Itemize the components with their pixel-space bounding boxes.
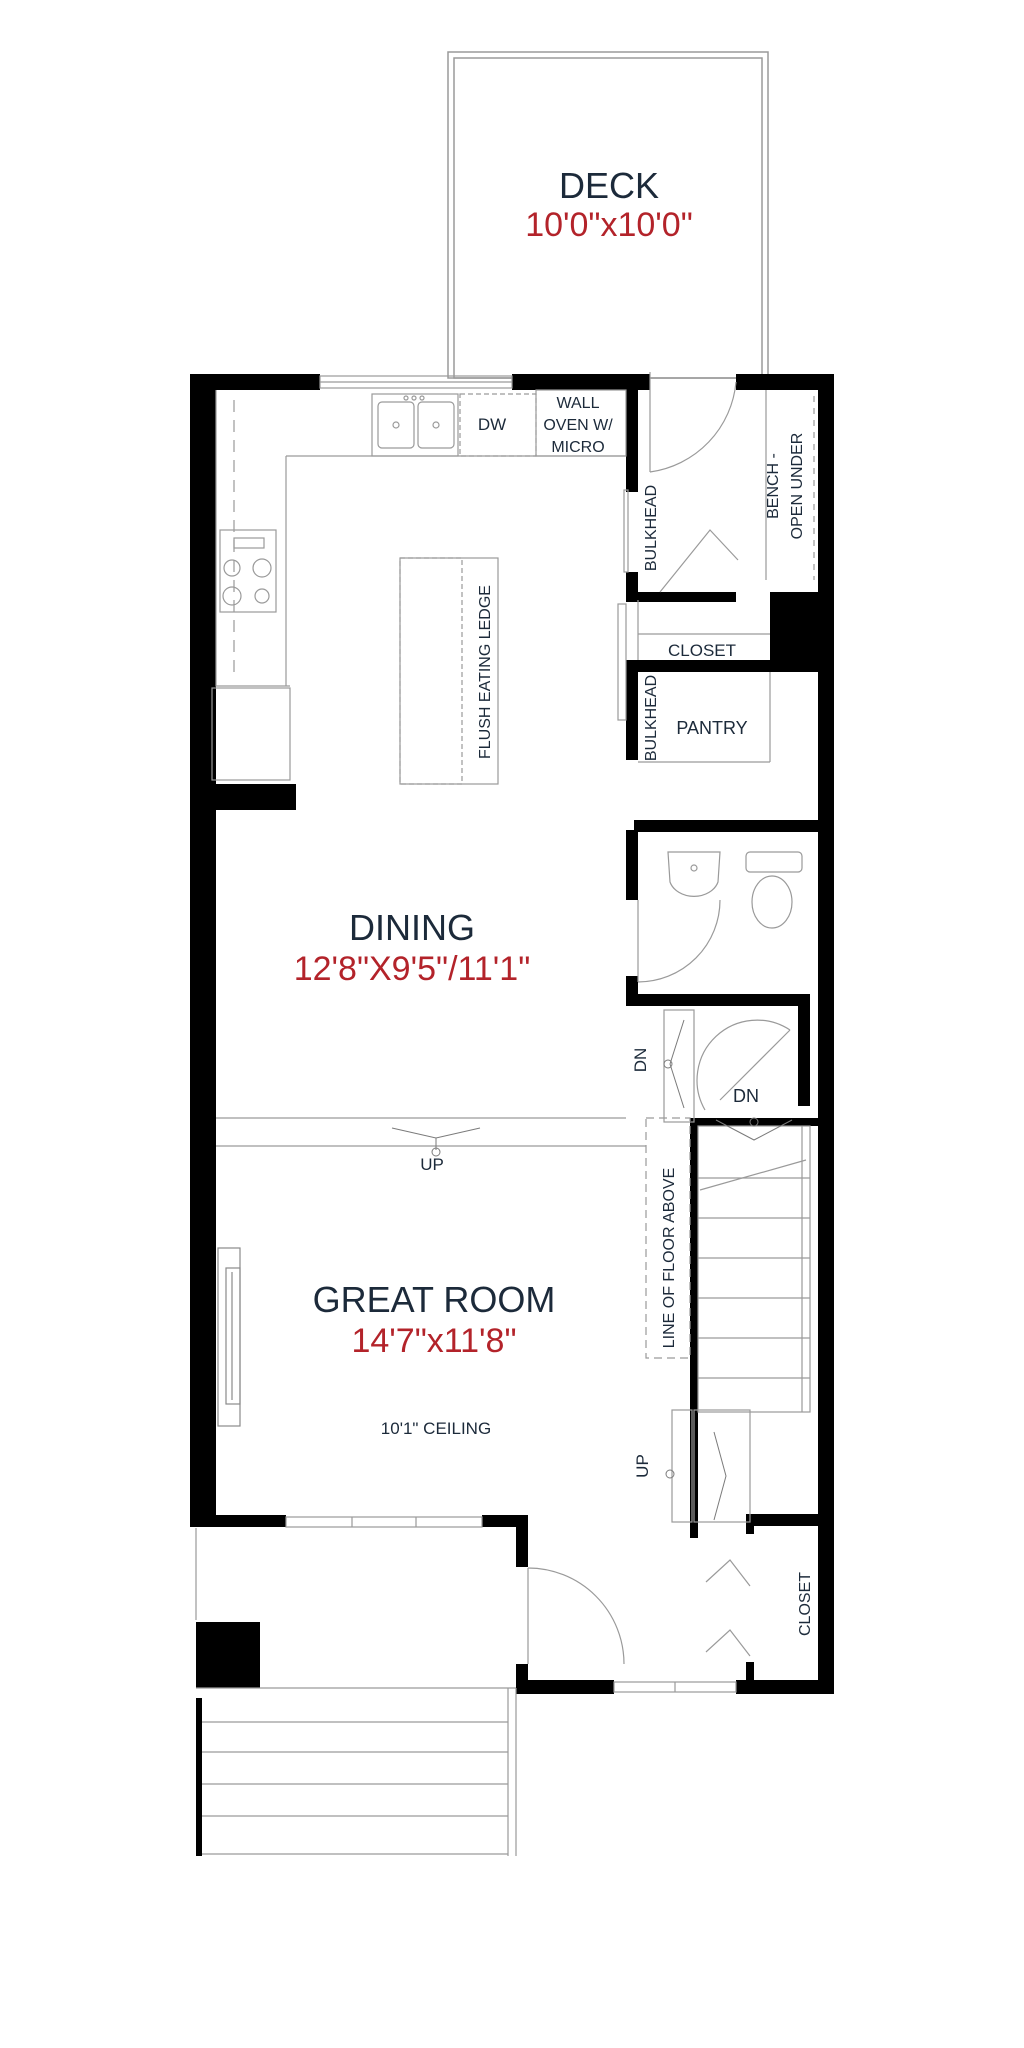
up-lower-label: UP — [633, 1454, 652, 1478]
dining-size: 12'8"X9'5"/11'1" — [294, 950, 531, 988]
interior-walls — [626, 374, 834, 1682]
stairs — [216, 1009, 811, 1523]
door-swing-icon — [527, 372, 791, 1665]
kitchen-counters — [211, 389, 627, 785]
toilet-icon — [667, 851, 803, 929]
wall-oven-label-3: MICRO — [551, 439, 604, 456]
closet-top-label: CLOSET — [668, 641, 736, 660]
closet-bottom-label: CLOSET — [797, 1572, 814, 1636]
wall-oven-label-2: OVEN W/ — [543, 417, 613, 434]
dn-left-label: DN — [631, 1048, 650, 1073]
stair-arrow-icon — [391, 1019, 793, 1521]
dn-right-label: DN — [733, 1086, 759, 1106]
wall-oven-label-1: WALL — [557, 395, 600, 412]
up-center-label: UP — [420, 1155, 444, 1174]
line-of-floor-label: LINE OF FLOOR ABOVE — [661, 1168, 678, 1349]
windows — [285, 375, 737, 1693]
great-room-name: GREAT ROOM — [313, 1279, 556, 1320]
bulkhead-top-label: BULKHEAD — [643, 485, 660, 571]
deck-name: DECK — [559, 165, 659, 206]
porch — [195, 1528, 517, 1856]
bench-label-2: OPEN UNDER — [789, 433, 806, 540]
sink-icon — [377, 395, 455, 449]
bulkhead-bottom-label: BULKHEAD — [643, 675, 660, 761]
mudroom — [623, 390, 815, 763]
great-room-size: 14'7"x11'8" — [351, 1322, 516, 1360]
pantry-label: PANTRY — [676, 718, 747, 738]
bench-label-1: BENCH - — [765, 453, 782, 519]
fireplace-icon — [217, 1247, 241, 1427]
dw-label: DW — [478, 415, 506, 434]
great-room-ceiling: 10'1" CEILING — [381, 1419, 491, 1438]
deck-size: 10'0"x10'0" — [525, 206, 693, 244]
flush-ledge-label: FLUSH EATING LEDGE — [477, 585, 494, 759]
cooktop-icon — [222, 537, 272, 606]
dining-name: DINING — [349, 907, 475, 948]
